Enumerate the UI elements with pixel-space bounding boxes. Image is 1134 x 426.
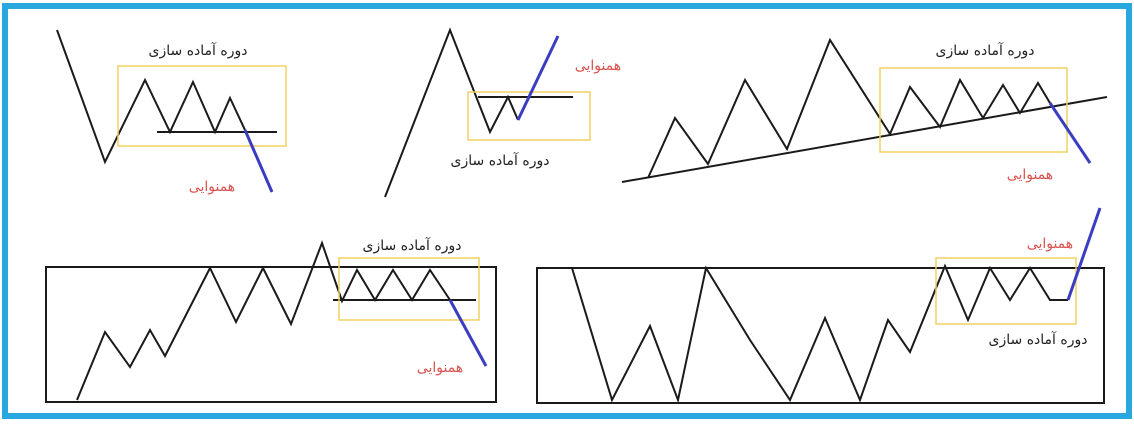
consolidation-box — [117, 65, 287, 147]
breakout-line — [516, 35, 560, 121]
consolidation-label: دوره آماده سازی — [936, 42, 1035, 59]
price-line — [76, 240, 451, 401]
outer-border — [2, 3, 1132, 419]
panel-2: همنوایی دوره آماده سازی — [384, 27, 621, 198]
panel-3: دوره آماده سازی همنوایی — [621, 37, 1108, 183]
price-line — [647, 37, 1051, 179]
consolidation-label: دوره آماده سازی — [149, 42, 248, 59]
breakout-label: همنوایی — [575, 58, 621, 74]
breakout-line — [1066, 207, 1102, 301]
consolidation-label: دوره آماده سازی — [989, 331, 1088, 348]
breakout-label: همنوایی — [417, 360, 463, 376]
price-line — [384, 27, 519, 198]
breakout-label: همنوایی — [189, 179, 235, 195]
consolidation-label: دوره آماده سازی — [451, 152, 550, 169]
breakout-label: همنوایی — [1007, 167, 1053, 183]
trend-line — [621, 96, 1108, 183]
panel-4: دوره آماده سازی همنوایی — [45, 237, 497, 403]
price-line — [56, 29, 246, 165]
panel-box — [536, 267, 1105, 404]
breakout-line — [243, 129, 274, 193]
price-line — [571, 263, 1068, 404]
consolidation-box — [467, 91, 591, 141]
consolidation-label: دوره آماده سازی — [363, 237, 462, 254]
consolidation-box — [338, 257, 480, 321]
panel-5: همنوایی دوره آماده سازی — [536, 207, 1105, 404]
breakout-label: همنوایی — [1027, 236, 1073, 252]
consolidation-box — [879, 67, 1068, 153]
consolidation-box — [935, 257, 1077, 325]
panel-box — [45, 266, 497, 403]
breakout-line — [1048, 102, 1092, 164]
panel-1: دوره آماده سازی همنوایی — [56, 29, 287, 195]
breakout-line — [448, 299, 488, 367]
